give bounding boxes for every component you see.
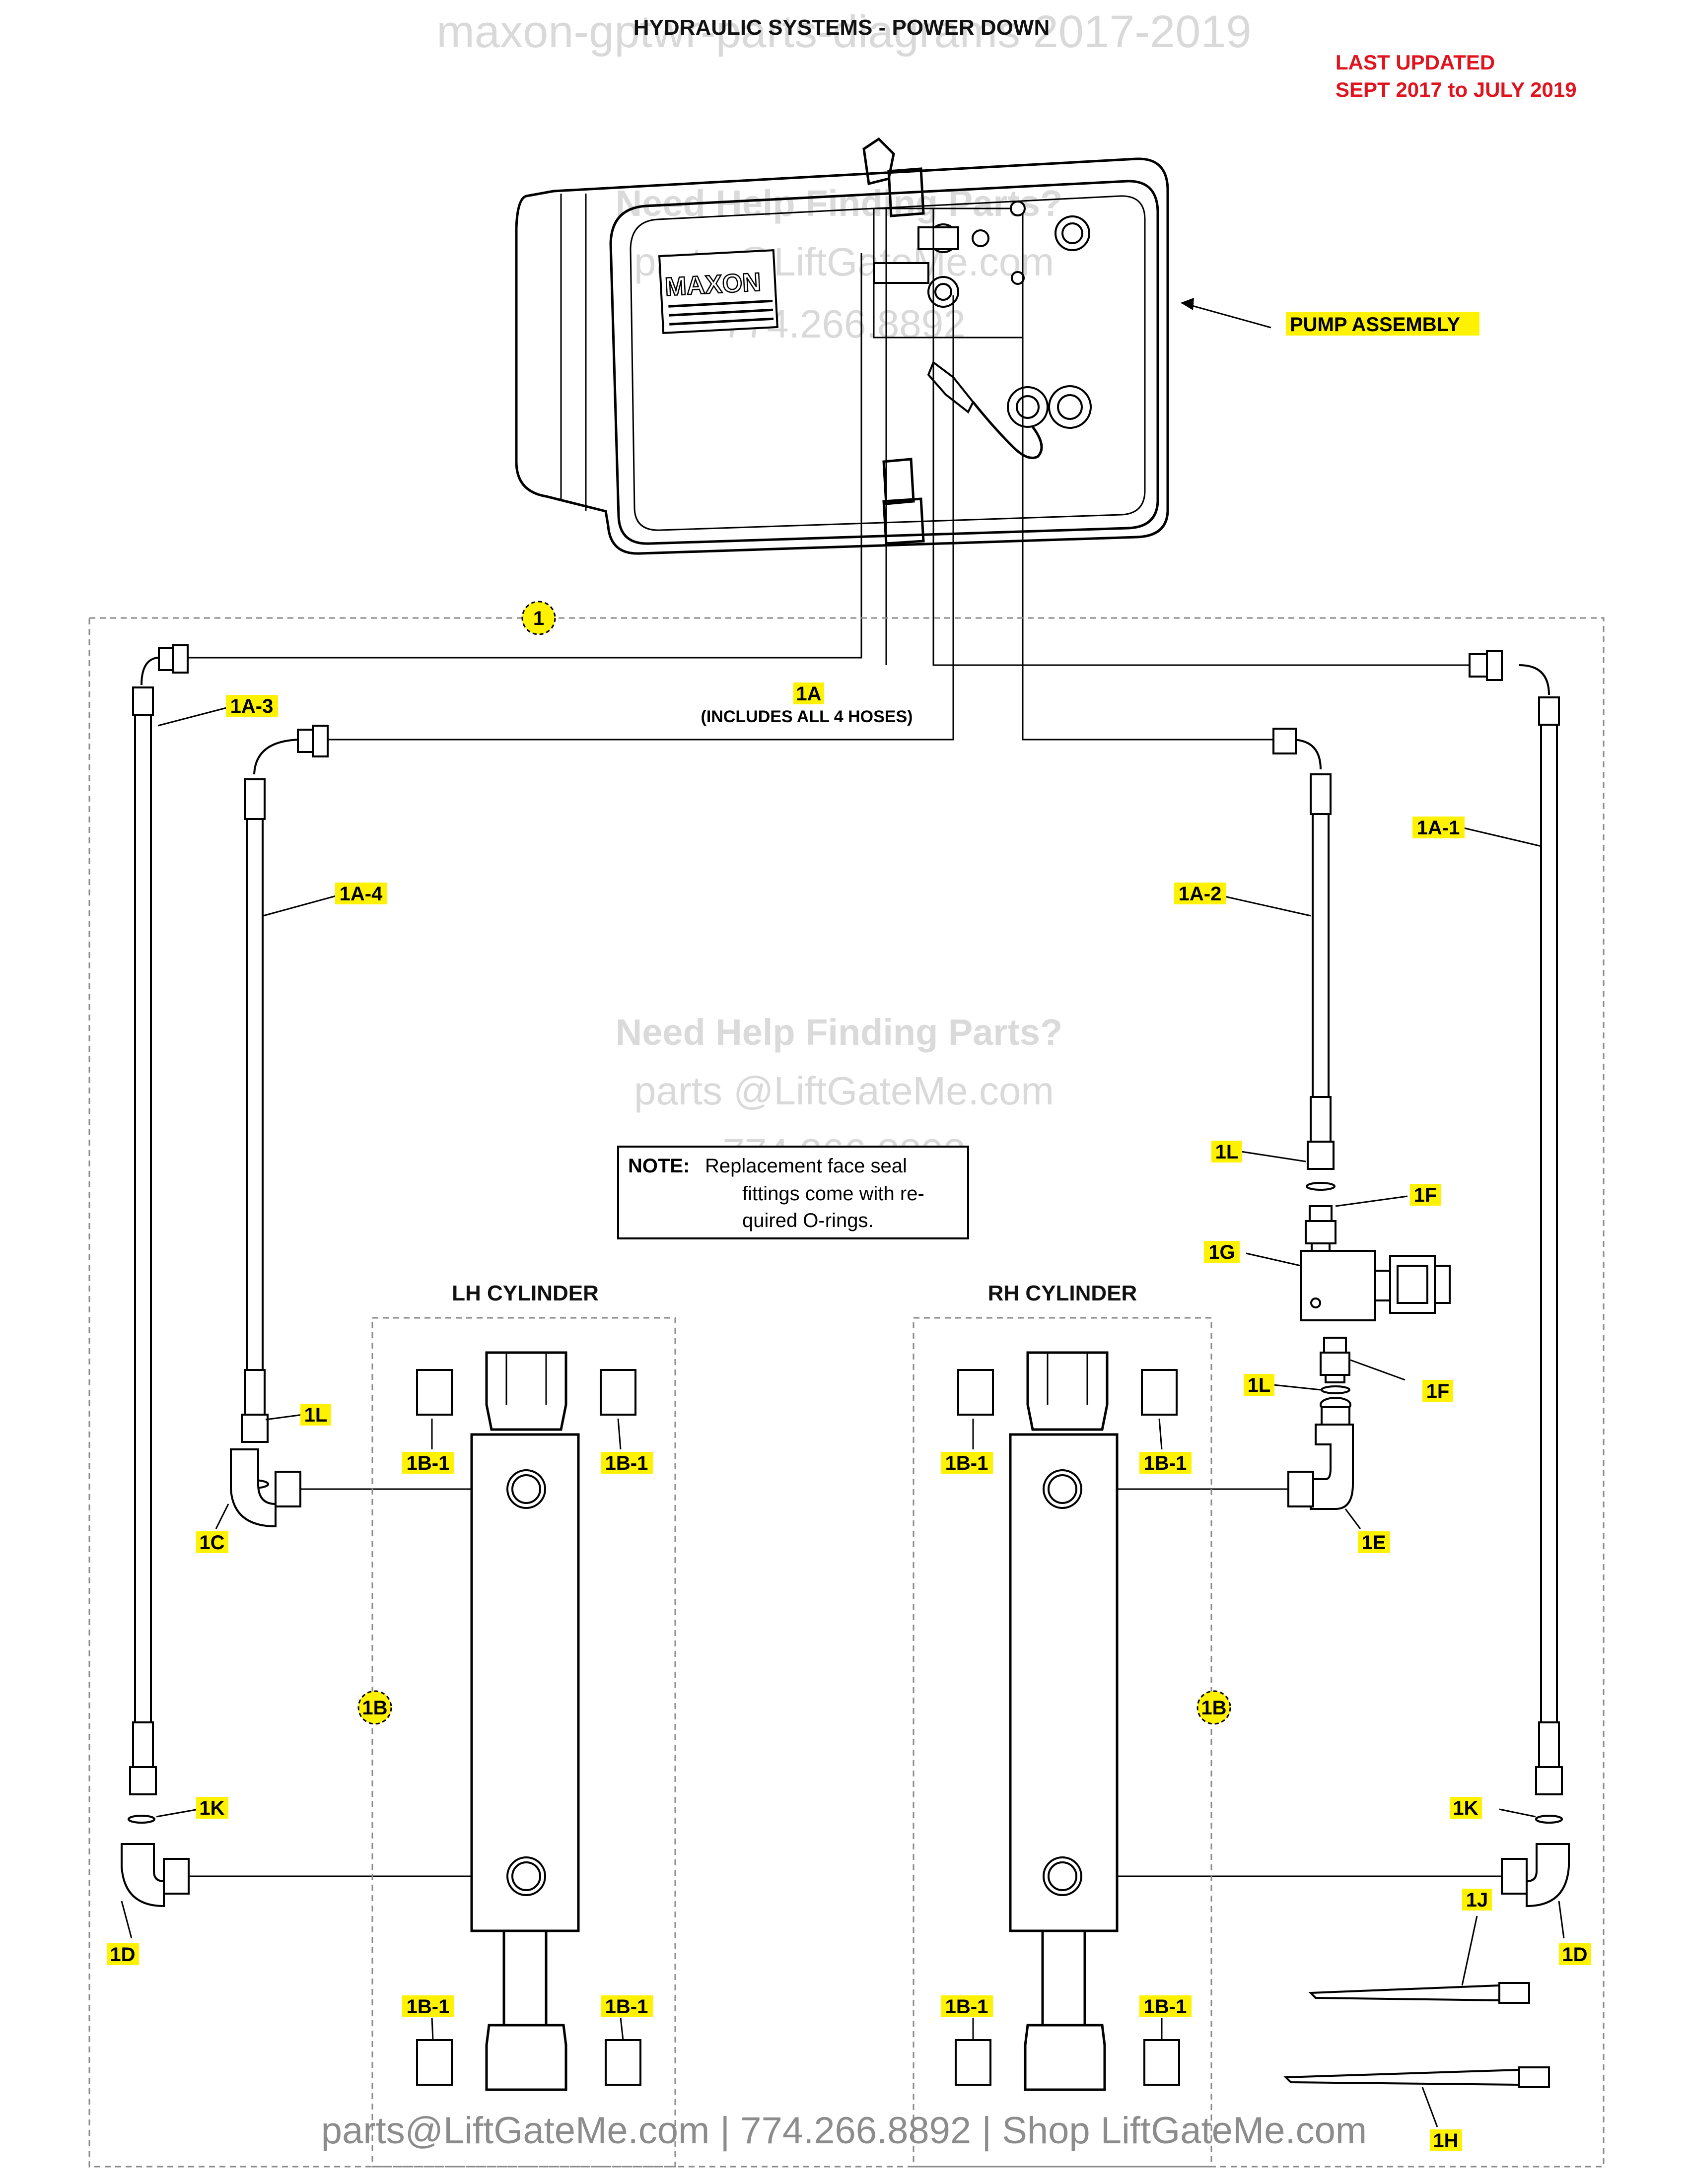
callout-1A-note: (INCLUDES ALL 4 HOSES) xyxy=(701,707,913,726)
pump-assembly: MAXON xyxy=(164,137,1479,741)
valve-1G xyxy=(1300,1250,1451,1321)
callout-1B-1-rh-top-left: 1B-1 xyxy=(945,1452,988,1474)
svg-text:NOTE:: NOTE: xyxy=(628,1155,690,1177)
footer-contact: parts@LiftGateMe.com | 774.266.8892 | Sh… xyxy=(321,2110,1367,2152)
callout-1L-upper: 1L xyxy=(1215,1141,1239,1163)
note-line-3: quired O-rings. xyxy=(742,1210,874,1231)
callout-1A-1: 1A-1 xyxy=(1417,817,1460,839)
callout-1A: 1A xyxy=(796,683,821,705)
callout-1B-lh: 1B xyxy=(362,1697,387,1719)
hose-1A-2 xyxy=(1272,728,1335,1170)
note-box xyxy=(617,1146,969,1239)
maxon-logo: MAXON xyxy=(664,268,762,302)
rh-cylinder xyxy=(955,1351,1180,2091)
adapter-1F-lower xyxy=(1320,1337,1350,1383)
callout-1A-3: 1A-3 xyxy=(230,695,274,717)
lh-cylinder-title: LH CYLINDER xyxy=(452,1281,599,1305)
fitting-1D-right xyxy=(1062,1815,1570,1908)
callout-1D-left: 1D xyxy=(110,1944,135,1966)
callout-1B-1-lh-bottom-right: 1B-1 xyxy=(605,1996,648,2018)
fitting-1D-left xyxy=(121,1815,526,1908)
lh-cylinder-box xyxy=(371,1317,676,2168)
callout-1B-1-lh-top-left: 1B-1 xyxy=(407,1452,450,1474)
oring-1K-right xyxy=(1535,1815,1563,1824)
hose-1A-3 xyxy=(129,644,189,1795)
page-title: HYDRAULIC SYSTEMS - POWER DOWN xyxy=(633,15,1050,40)
cable-tie-1H xyxy=(1283,2066,1550,2088)
callout-1B-1-rh-top-right: 1B-1 xyxy=(1144,1452,1187,1474)
pump-assembly-label: PUMP ASSEMBLY xyxy=(1290,314,1460,336)
last-updated-range: SEPT 2017 to JULY 2019 xyxy=(1336,78,1577,101)
callout-1B-rh: 1B xyxy=(1201,1697,1226,1719)
callout-1E: 1E xyxy=(1362,1532,1386,1554)
callout-1A-2: 1A-2 xyxy=(1179,883,1222,905)
callout-1H: 1H xyxy=(1433,2130,1458,2152)
callout-1K-right: 1K xyxy=(1453,1797,1478,1819)
callout-1L-left: 1L xyxy=(304,1404,328,1426)
note-label: NOTE: xyxy=(628,1155,690,1177)
callout-1F-lower: 1F xyxy=(1426,1380,1450,1402)
oring-1L-upper xyxy=(1306,1182,1336,1191)
note-line-2: fittings come with re- xyxy=(742,1183,924,1205)
callout-1: 1 xyxy=(533,608,544,629)
hose-1A-4 xyxy=(241,725,329,1443)
fitting-1C xyxy=(230,1448,526,1528)
oring-1K-left xyxy=(128,1815,155,1824)
callout-1K-left: 1K xyxy=(199,1797,224,1819)
callout-1B-1-lh-top-right: 1B-1 xyxy=(605,1452,648,1474)
callout-1B-1-lh-bottom-left: 1B-1 xyxy=(407,1996,450,2018)
watermark-email-mid: parts @LiftGateMe.com xyxy=(634,1069,1054,1113)
callout-1B-1-rh-bottom-left: 1B-1 xyxy=(945,1996,988,2018)
fitting-1E xyxy=(1062,1424,1354,1510)
callout-1J: 1J xyxy=(1466,1889,1488,1911)
callout-1B-1-rh-bottom-right: 1B-1 xyxy=(1144,1996,1187,2018)
callout-1A-4: 1A-4 xyxy=(340,883,383,905)
watermark-headline-mid: Need Help Finding Parts? xyxy=(616,1012,1062,1053)
callout-1F-upper: 1F xyxy=(1414,1184,1437,1206)
callout-1D-right: 1D xyxy=(1562,1944,1587,1966)
rh-cylinder-box xyxy=(913,1317,1212,2168)
note-line-1: Replacement face seal xyxy=(705,1155,907,1177)
cable-tie-1J xyxy=(1308,1982,1530,2004)
oring-1L-lower xyxy=(1321,1385,1350,1394)
last-updated-label: LAST UPDATED xyxy=(1336,51,1495,74)
watermark-top: maxon-gptwr-parts-diagrams 2017-2019 xyxy=(436,6,1251,57)
callout-1G: 1G xyxy=(1208,1241,1235,1263)
lh-cylinder xyxy=(416,1351,641,2091)
callout-1C: 1C xyxy=(199,1532,224,1554)
hose-1A-1 xyxy=(1469,650,1563,1795)
rh-cylinder-title: RH CYLINDER xyxy=(988,1281,1137,1305)
callout-1L-lower: 1L xyxy=(1248,1374,1271,1396)
kit-boundary xyxy=(88,617,1605,2168)
